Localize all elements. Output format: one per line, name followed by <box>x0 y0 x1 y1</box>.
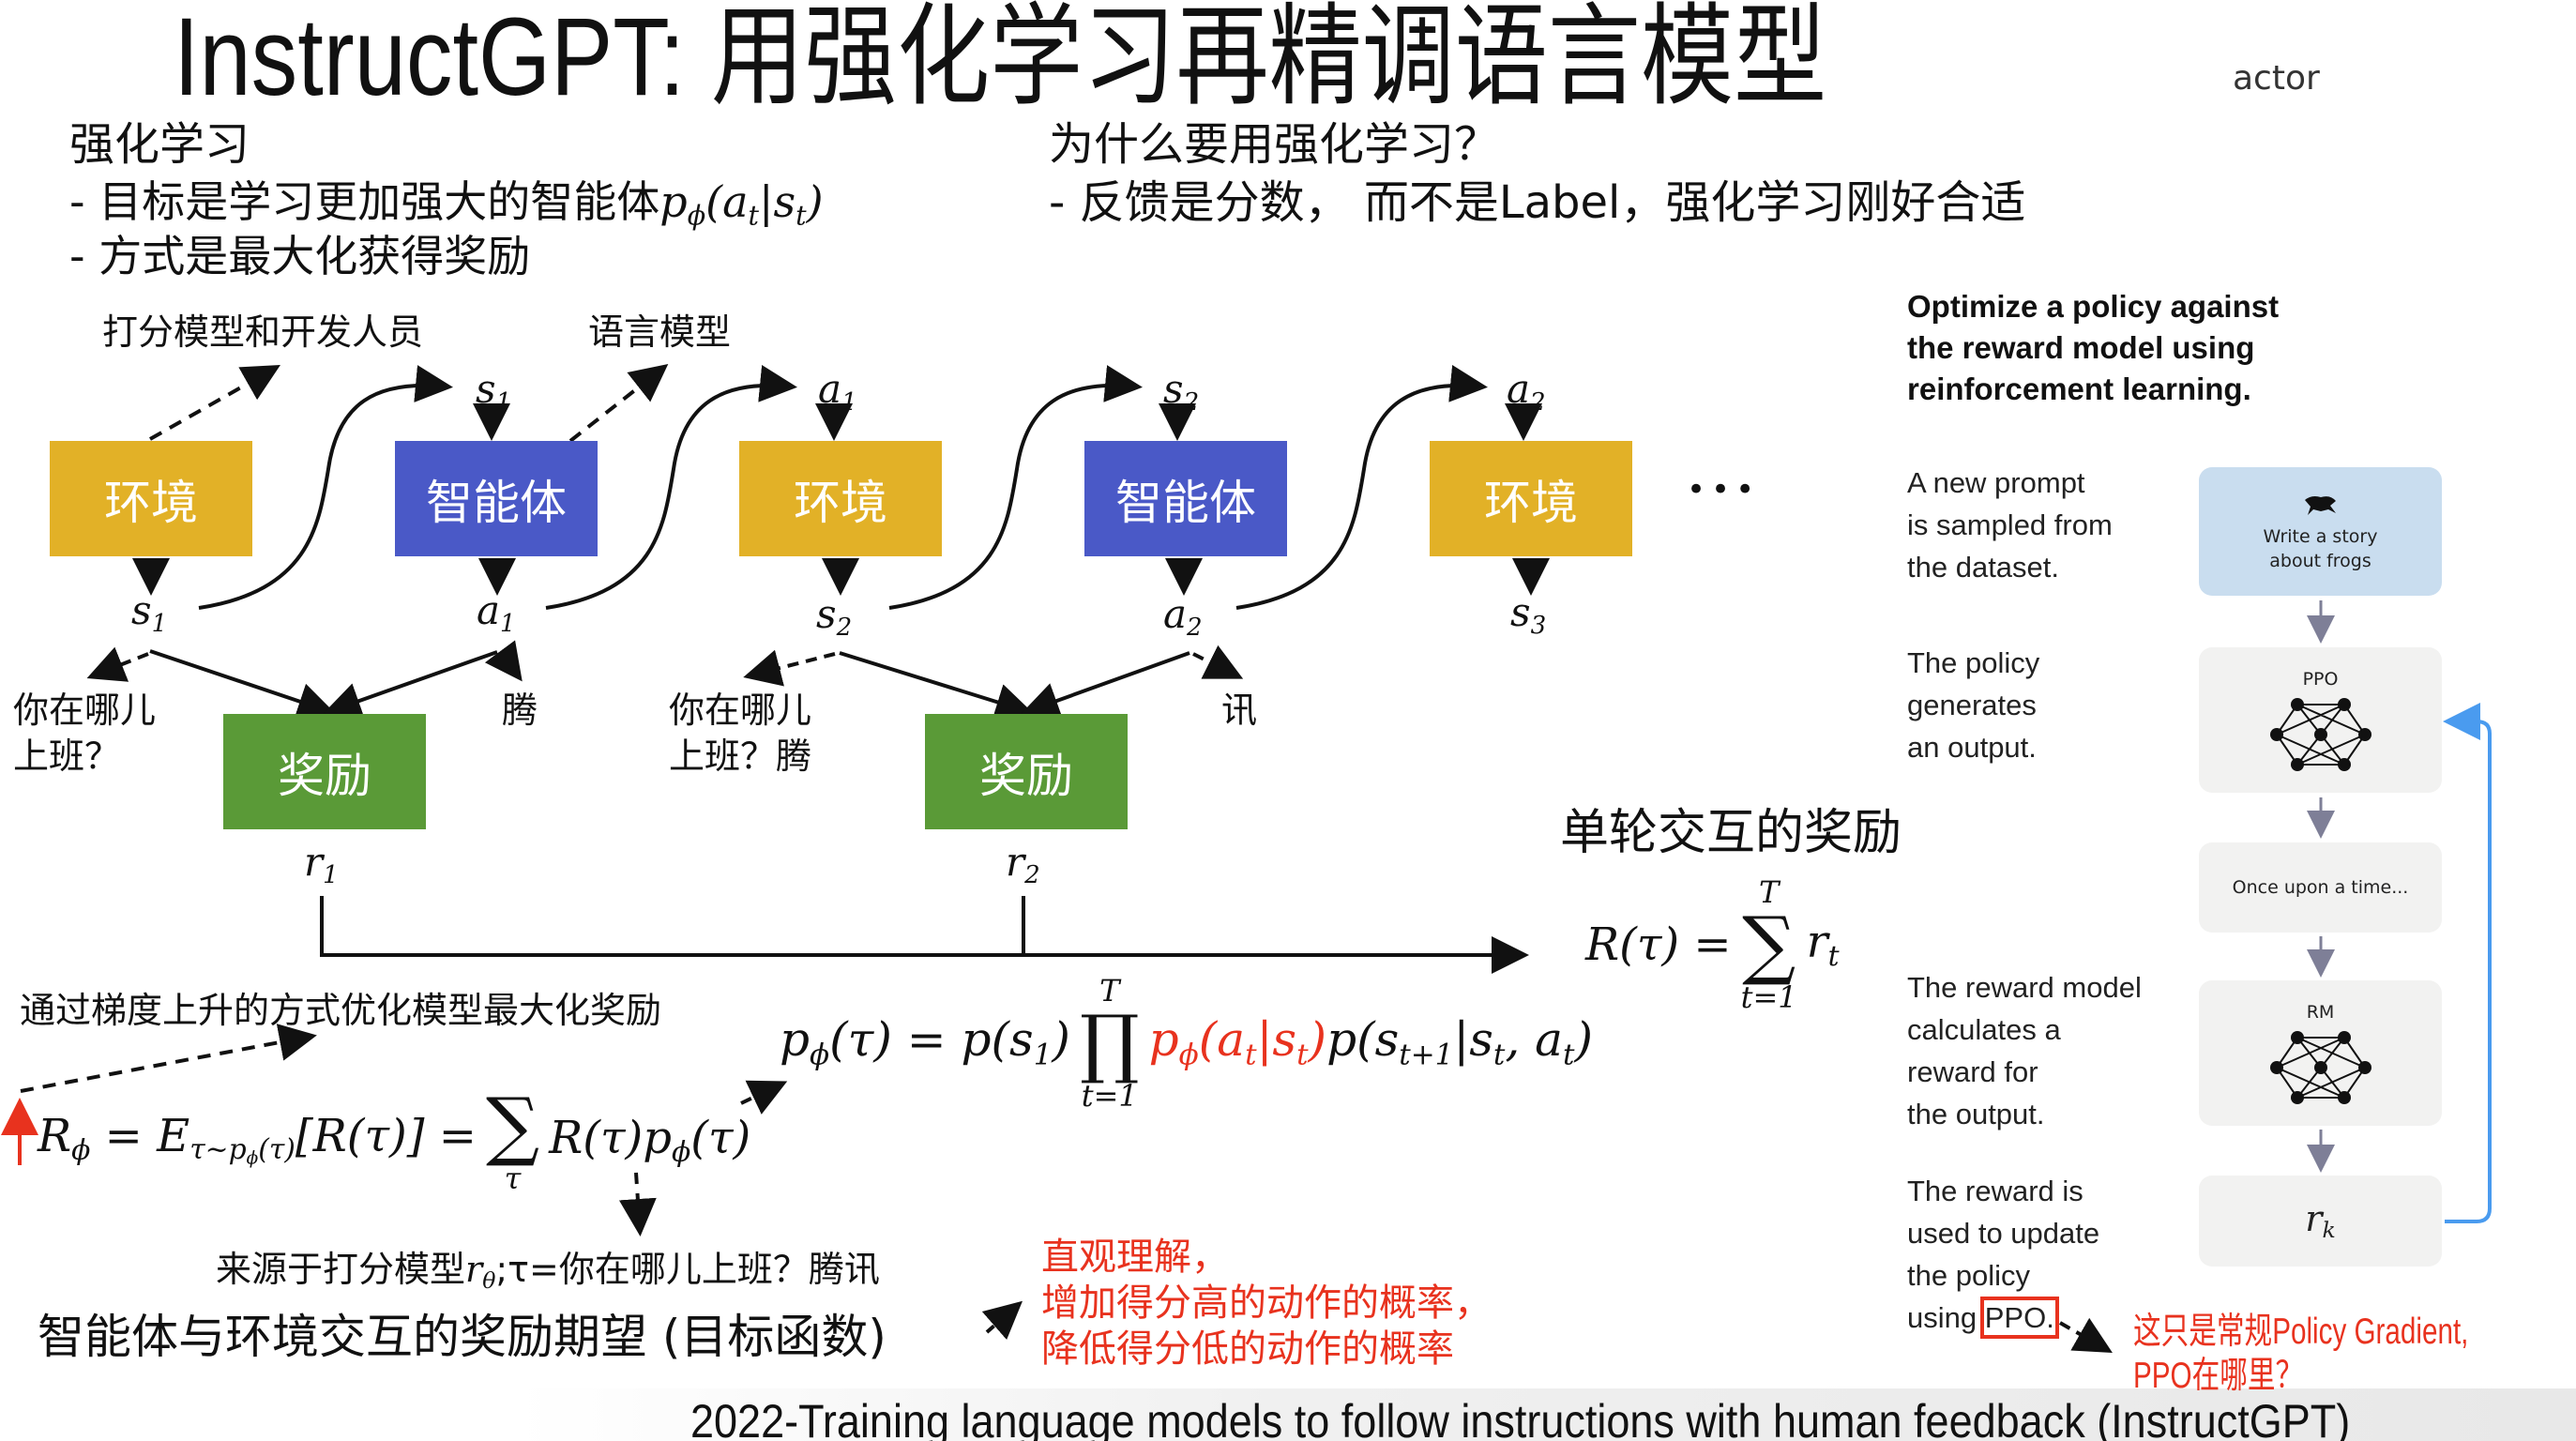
env-box-1: 环境 <box>50 441 252 556</box>
label-s2-bottom: s2 <box>816 591 853 642</box>
trajectory-probability-rhs: pϕ(at|st)p(st+1|st, at) <box>1148 1012 1593 1072</box>
rm-card: RM <box>2199 980 2442 1126</box>
reward-sum-line <box>320 896 1529 974</box>
annot-arrow-lm <box>568 364 669 443</box>
label-a1-top: a1 <box>818 366 857 417</box>
why-rl-heading: 为什么要用强化学习？ <box>1049 118 1500 171</box>
transition-arrow <box>545 365 797 610</box>
neural-network-icon <box>2269 1030 2371 1104</box>
agent-box-2: 智能体 <box>1084 441 1287 556</box>
product-symbol: ∏ <box>1079 999 1140 1086</box>
frog-icon <box>2304 495 2336 515</box>
label-s2-top: s2 <box>1163 366 1200 417</box>
ppo-card-label: PPO <box>2302 668 2339 690</box>
example-word-2: 讯 <box>1221 690 1258 731</box>
label-s1-bottom: s1 <box>131 587 168 638</box>
transition-arrow <box>1235 365 1488 610</box>
ppo-card: PPO <box>2199 647 2442 793</box>
trajectory-probability-formula: pϕ(τ) = p(s1) T ∏ t=1 pϕ(at|st)p(st+1|st… <box>780 976 1593 1111</box>
return-rt: rt <box>1806 915 1840 973</box>
output-card: Once upon a time... <box>2199 842 2442 933</box>
title-corner-label: actor <box>2233 59 2320 98</box>
objective-sum-bottom: τ <box>504 1160 522 1196</box>
update-loop-arrow <box>2443 703 2492 1223</box>
return-sum-top: T <box>1758 874 1780 910</box>
objective-sum: ∑ <box>485 1082 540 1169</box>
neural-network-icon <box>2269 697 2371 771</box>
label-a2-bottom: a2 <box>1163 591 1203 642</box>
page-title: InstructGPT: 用强化学习再精调语言模型 <box>174 0 1827 119</box>
reward-source-note: 来源于打分模型rθ;τ=你在哪儿上班？腾讯 <box>216 1249 880 1295</box>
return-sum-bottom: t=1 <box>1740 979 1797 1015</box>
annot-lm: 语言模型 <box>588 311 732 353</box>
reward-card: rk <box>2199 1176 2442 1267</box>
intuition-line-3: 降低得分低的动作的概率 <box>1041 1327 1454 1371</box>
intuition-line-2: 增加得分高的动作的概率， <box>1041 1282 1492 1325</box>
label-s3-bottom: s3 <box>1510 589 1547 640</box>
example-question-1a: 你在哪儿 <box>13 690 157 731</box>
ppo-highlight: PPO. <box>1979 1297 2059 1339</box>
intro-heading: 强化学习 <box>69 118 250 171</box>
example-question-1b: 上班？ <box>13 736 121 777</box>
rm-card-label: RM <box>2306 1001 2335 1023</box>
intuition-line-1: 直观理解， <box>1041 1236 1229 1279</box>
objective-formula-lhs: Rϕ = Eτ~pϕ(τ)[R(τ)] = <box>38 1109 477 1169</box>
product-bottom: t=1 <box>1081 1078 1138 1114</box>
label-a1-bottom: a1 <box>477 587 516 638</box>
example-word-1: 腾 <box>502 690 538 731</box>
return-lhs: R(τ) = <box>1585 918 1732 971</box>
intro-bullet-goal: - 目标是学习更加强大的智能体pϕ(at|st) <box>69 176 824 232</box>
env-box-3: 环境 <box>1430 441 1632 556</box>
policy-term: pϕ(at|st) <box>1148 1012 1327 1072</box>
return-formula: R(τ) = T ∑ t=1 rt <box>1585 877 1840 1012</box>
example-question-2a: 你在哪儿 <box>669 690 812 731</box>
prompt-card: Write a story about frogs <box>2199 467 2442 596</box>
ellipsis: ••• <box>1687 471 1761 508</box>
reward-rk: rk <box>2305 1198 2336 1244</box>
label-s1-top: s1 <box>476 366 512 417</box>
ppo-question-line-2: PPO在哪里？ <box>2133 1356 2304 1396</box>
footer-citation: 2022-Training language models to follow … <box>690 1395 2351 1441</box>
transition-arrow <box>888 365 1143 610</box>
objective-label: 智能体与环境交互的奖励期望 (目标函数) <box>38 1310 886 1364</box>
prompt-line-1: Write a story <box>2263 525 2378 547</box>
transition-arrow <box>198 365 453 610</box>
product-top: T <box>1099 973 1120 1009</box>
single-round-label: 单轮交互的奖励 <box>1560 805 1902 861</box>
objective-formula: Rϕ = Eτ~pϕ(τ)[R(τ)] = ∑ τ R(τ)pϕ(τ) <box>38 1082 751 1196</box>
annot-arrow-scorer <box>149 365 280 441</box>
label-r1: r1 <box>304 839 339 889</box>
label-a2-top: a2 <box>1507 366 1546 417</box>
objective-formula-rhs: R(τ)pϕ(τ) <box>549 1111 751 1169</box>
label-r2: r2 <box>1006 839 1040 889</box>
trajectory-probability-lhs: pϕ(τ) = p(s1) <box>780 1012 1070 1072</box>
example-question-2b: 上班？腾 <box>669 736 812 777</box>
reward-box-2: 奖励 <box>925 714 1128 829</box>
env-box-2: 环境 <box>739 441 942 556</box>
agent-box-1: 智能体 <box>395 441 598 556</box>
prompt-line-2: about frogs <box>2269 550 2371 571</box>
return-sum: ∑ <box>1742 901 1796 988</box>
ppo-question-line-1: 这只是常规Policy Gradient, <box>2133 1312 2469 1352</box>
gradient-note: 通过梯度上升的方式优化模型最大化奖励 <box>20 990 662 1031</box>
annot-scorer: 打分模型和开发人员 <box>102 311 424 353</box>
why-rl-bullet: - 反馈是分数， 而不是Label，强化学习刚好合适 <box>1049 176 2026 229</box>
output-text: Once upon a time... <box>2232 877 2409 898</box>
footer-background <box>0 1388 2576 1441</box>
intro-bullet-method: - 方式是最大化获得奖励 <box>69 231 531 281</box>
reward-box-1: 奖励 <box>223 714 426 829</box>
